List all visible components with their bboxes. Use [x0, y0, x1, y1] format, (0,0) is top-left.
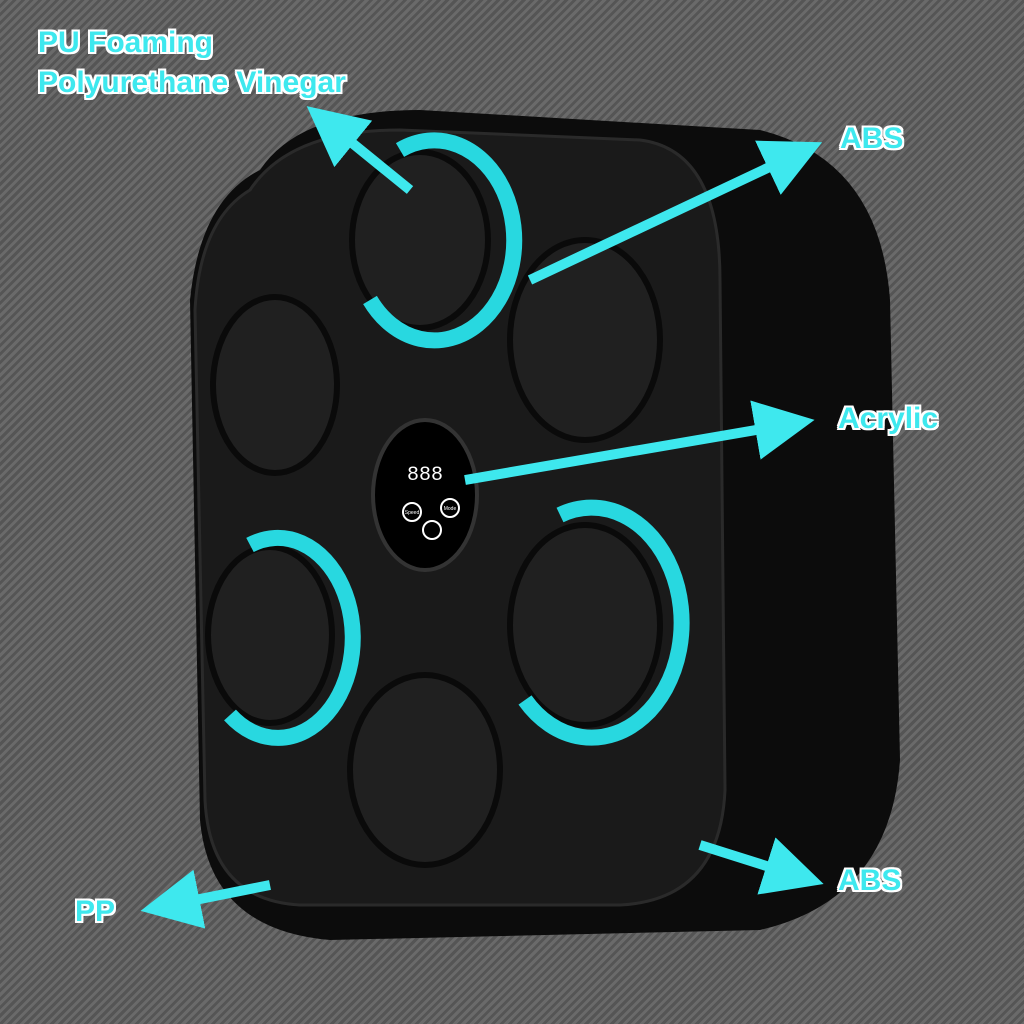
label-abs-bottom: ABS — [838, 864, 902, 897]
display-digits: 888 — [407, 464, 443, 487]
pad — [349, 149, 491, 331]
label-acrylic: Acrylic — [838, 402, 939, 435]
speed-label: Speed — [405, 510, 420, 516]
pad — [507, 522, 663, 728]
label-abs-top: ABS — [840, 122, 904, 155]
label-pp: PP — [75, 895, 116, 928]
pad — [210, 294, 340, 476]
power-button[interactable] — [422, 520, 442, 540]
control-display — [371, 418, 479, 572]
pad — [205, 544, 335, 726]
arrows — [140, 106, 824, 929]
pad — [347, 672, 503, 868]
cyan-rings — [224, 132, 690, 746]
label-polyurethane: Polyurethane Vinegar — [38, 66, 346, 99]
speed-button[interactable] — [402, 502, 422, 522]
mode-label: Mode — [444, 506, 457, 512]
pads — [205, 149, 663, 868]
pad — [507, 237, 663, 443]
mode-button[interactable] — [440, 498, 460, 518]
label-pu-foaming: PU Foaming — [38, 26, 214, 59]
